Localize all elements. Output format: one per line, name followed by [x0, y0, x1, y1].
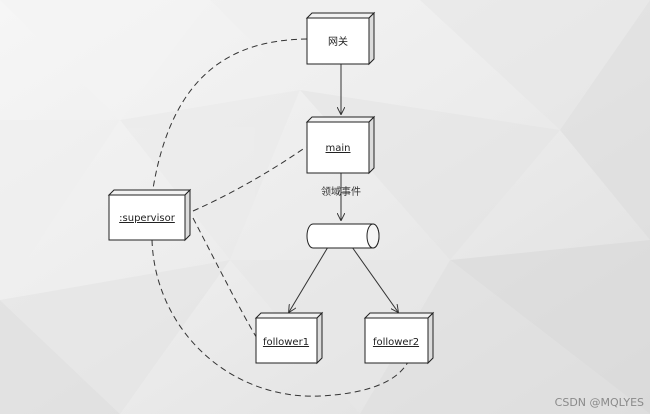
- gateway-label: 网关: [328, 35, 348, 48]
- gateway-node: 网关: [305, 11, 376, 66]
- queue-to-follower2-arrow: [351, 246, 398, 312]
- main-node: main: [305, 115, 376, 175]
- supervisor-label: :supervisor: [119, 213, 176, 224]
- main-label: main: [326, 143, 351, 154]
- supervisor-node: :supervisor: [107, 188, 192, 242]
- event-queue-cylinder: [306, 223, 380, 249]
- follower1-node: follower1: [254, 311, 324, 365]
- watermark: CSDN @MQLYES: [555, 396, 644, 409]
- follower1-label: follower1: [263, 337, 309, 348]
- supervisor-main-link: [192, 146, 307, 212]
- follower2-node: follower2: [363, 311, 435, 365]
- supervisor-follower2-link: [151, 239, 409, 397]
- supervisor-gateway-link: [151, 38, 308, 196]
- queue-to-follower1-arrow: [289, 246, 329, 312]
- follower2-label: follower2: [373, 337, 419, 348]
- domain-event-label: 领域事件: [321, 185, 361, 198]
